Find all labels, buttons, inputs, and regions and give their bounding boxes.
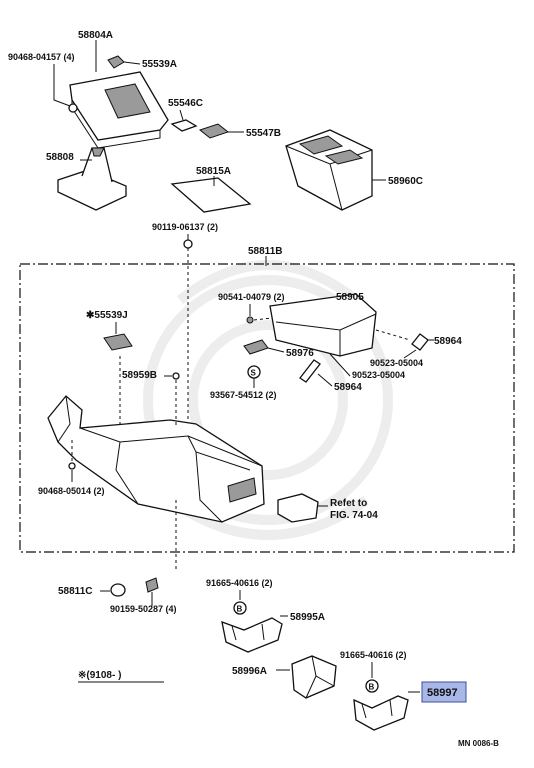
shift-boot-58808 (57, 147, 127, 211)
label-58960c: 58960C (388, 176, 423, 187)
label-58811c: 58811C (58, 586, 92, 597)
label-58959b: 58959B (122, 370, 157, 381)
refer-text-2: FIG. 74-04 (330, 510, 378, 521)
clip-90468-05014 (68, 462, 76, 470)
assembly-frame (19, 263, 515, 553)
label-58905: 58905 (336, 292, 364, 303)
refer-text-1: Refet to (330, 498, 367, 509)
date-note: ※(9108- ) (78, 670, 121, 681)
label-55547b: 55547B (246, 128, 281, 139)
label-90468-05014: 90468-05014 (2) (38, 486, 105, 496)
bracket-58995a (221, 617, 283, 653)
cover-55547b (198, 123, 230, 139)
bracket-58996a (291, 655, 337, 699)
label-91665-b: 91665-40616 (2) (340, 650, 407, 660)
label-58976: 58976 (286, 348, 314, 359)
refer-part (277, 493, 319, 523)
label-58815a: 58815A (196, 166, 231, 177)
label-58808: 58808 (46, 152, 74, 163)
label-90541-04079: 90541-04079 (2) (218, 292, 285, 302)
label-58964-upper: 58964 (434, 336, 462, 347)
marker-b2: B (369, 683, 375, 692)
label-90159-50287: 90159-50287 (4) (110, 604, 177, 614)
hinge-58964-upper (411, 333, 429, 351)
box-58960c (285, 129, 373, 211)
bracket-58997 (353, 695, 409, 731)
mat-58815a (170, 177, 252, 213)
label-90119-06137: 90119-06137 (2) (152, 222, 218, 232)
bolt-90159 (145, 577, 159, 606)
label-55539a: 55539A (142, 59, 177, 70)
plug-58811c (110, 583, 126, 597)
label-58995a: 58995A (290, 612, 325, 623)
marker-b-lower (365, 679, 379, 693)
label-58964-lower: 58964 (334, 382, 362, 393)
clip-55539j (103, 333, 133, 351)
label-58996a: 58996A (232, 666, 267, 677)
label-55539j: ✱55539J (86, 310, 128, 321)
screw-90541 (246, 316, 254, 324)
latch-58976 (243, 339, 269, 355)
label-58811b: 58811B (248, 246, 282, 257)
marker-b-upper (233, 601, 247, 615)
hinge-58964-lower (299, 359, 321, 383)
label-93567-54512: 93567-54512 (2) (210, 390, 277, 400)
plug-58959b (172, 372, 180, 380)
label-90523-a: 90523-05004 (370, 358, 423, 368)
label-58997: 58997 (427, 687, 458, 699)
bolt-90119 (183, 239, 193, 249)
label-55546c: 55546C (168, 98, 203, 109)
label-90523-b: 90523-05004 (352, 370, 405, 380)
armrest-58905 (269, 293, 377, 357)
label-91665-a: 91665-40616 (2) (206, 578, 273, 588)
clip-55539a (107, 55, 125, 69)
marker-s: S (251, 369, 257, 378)
marker-b1: B (237, 605, 243, 614)
highlight-58997[interactable] (421, 681, 467, 703)
label-90468-04157: 90468-04157 (4) (8, 52, 75, 62)
cover-55546c (170, 119, 198, 132)
console-body (47, 395, 265, 523)
label-58804a: 58804A (78, 30, 113, 41)
figure-code: MN 0086-B (458, 739, 499, 748)
bezel-panel-58804a (68, 71, 169, 149)
